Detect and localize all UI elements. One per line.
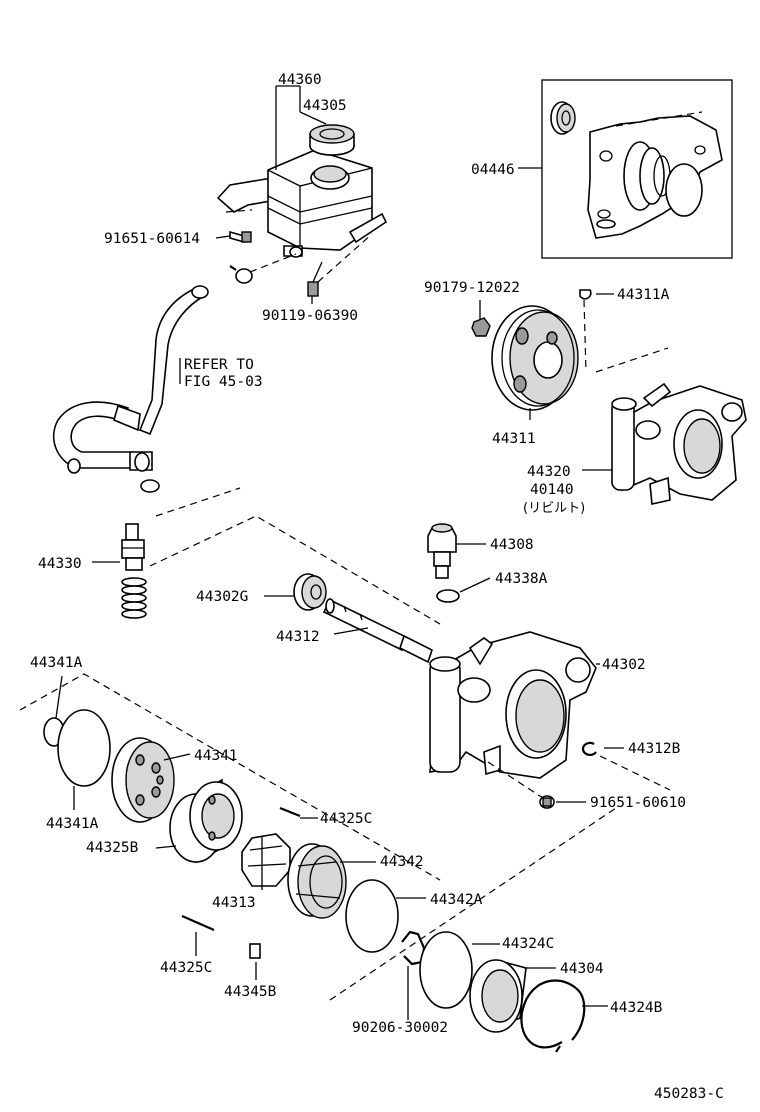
- side-plate-icon: [287, 843, 347, 919]
- housing-icon: [429, 631, 597, 779]
- label-90119-06390: 90119-06390: [262, 308, 358, 324]
- label-44330: 44330: [38, 556, 82, 572]
- gasket-kit-box: [541, 79, 733, 259]
- label-44360: 44360: [278, 72, 322, 88]
- label-44325c-top: 44325C: [320, 811, 372, 827]
- label-04446: 04446: [471, 162, 515, 178]
- label-44312b: 44312B: [628, 741, 681, 757]
- union-icon: [427, 523, 457, 579]
- label-44342: 44342: [380, 854, 424, 870]
- pulley-icon: [491, 305, 579, 411]
- reservoir-icon: [216, 149, 388, 258]
- label-91651-60614: 91651-60614: [104, 231, 200, 247]
- gasket-kit-icon: [550, 101, 723, 239]
- large-snap-ring-icon: [520, 979, 586, 1053]
- label-reference-line2: FIG 45-03: [184, 374, 263, 390]
- label-44311: 44311: [492, 431, 536, 447]
- snap-ring-icon: [581, 741, 597, 756]
- cam-plate-icon: [111, 737, 175, 823]
- label-91651-60610: 91651-60610: [590, 795, 686, 811]
- label-44341: 44341: [194, 748, 238, 764]
- figure-id: 450283-C: [654, 1086, 724, 1102]
- label-44311a: 44311A: [617, 287, 670, 303]
- label-44302g: 44302G: [196, 589, 248, 605]
- label-44342a: 44342A: [430, 892, 483, 908]
- clamp-icon: [229, 265, 253, 284]
- pin-icon: [181, 806, 301, 932]
- key-icon: [579, 289, 592, 300]
- valve-icon: [121, 523, 145, 571]
- rotor-icon: [241, 833, 291, 887]
- vane-icon: [249, 943, 261, 959]
- label-rebuilt-note: (リビルト): [523, 501, 585, 516]
- hose-icon: [52, 285, 209, 493]
- large-oring-icon: [57, 709, 111, 787]
- label-44338a: 44338A: [495, 571, 548, 587]
- oring-icon: [436, 589, 460, 603]
- label-44345b: 44345B: [224, 984, 277, 1000]
- nut-icon: [471, 317, 491, 337]
- label-44320: 44320: [527, 464, 571, 480]
- label-44313: 44313: [212, 895, 256, 911]
- label-44305: 44305: [303, 98, 347, 114]
- label-44341a-bottom: 44341A: [46, 816, 99, 832]
- bearing-icon: [293, 573, 327, 611]
- label-44312: 44312: [276, 629, 320, 645]
- label-44341a-top: 44341A: [30, 655, 83, 671]
- label-44302: 44302: [602, 657, 646, 673]
- cap-icon: [309, 124, 355, 156]
- label-44304: 44304: [560, 961, 604, 977]
- label-90179-12022: 90179-12022: [424, 280, 520, 296]
- rear-housing-icon: [469, 959, 527, 1033]
- cam-ring-icon: [169, 778, 243, 864]
- screw-icon: [307, 261, 323, 297]
- rear-oring-icon: [419, 931, 473, 1009]
- label-44324b: 44324B: [610, 1000, 663, 1016]
- bolt-icon: [229, 230, 252, 244]
- label-44324c: 44324C: [502, 936, 554, 952]
- label-40140: 40140: [530, 482, 574, 498]
- leader-lines: [55, 85, 624, 1020]
- label-44308: 44308: [490, 537, 534, 553]
- label-reference-line1: REFER TO: [184, 357, 254, 373]
- side-plate-oring-icon: [345, 879, 399, 953]
- label-44325c-bottom: 44325C: [160, 960, 212, 976]
- shaft-icon: [322, 598, 433, 664]
- label-90206-30002: 90206-30002: [352, 1020, 448, 1036]
- label-44325b: 44325B: [86, 840, 139, 856]
- pump-body-icon: [611, 382, 747, 505]
- spring-icon: [121, 577, 147, 619]
